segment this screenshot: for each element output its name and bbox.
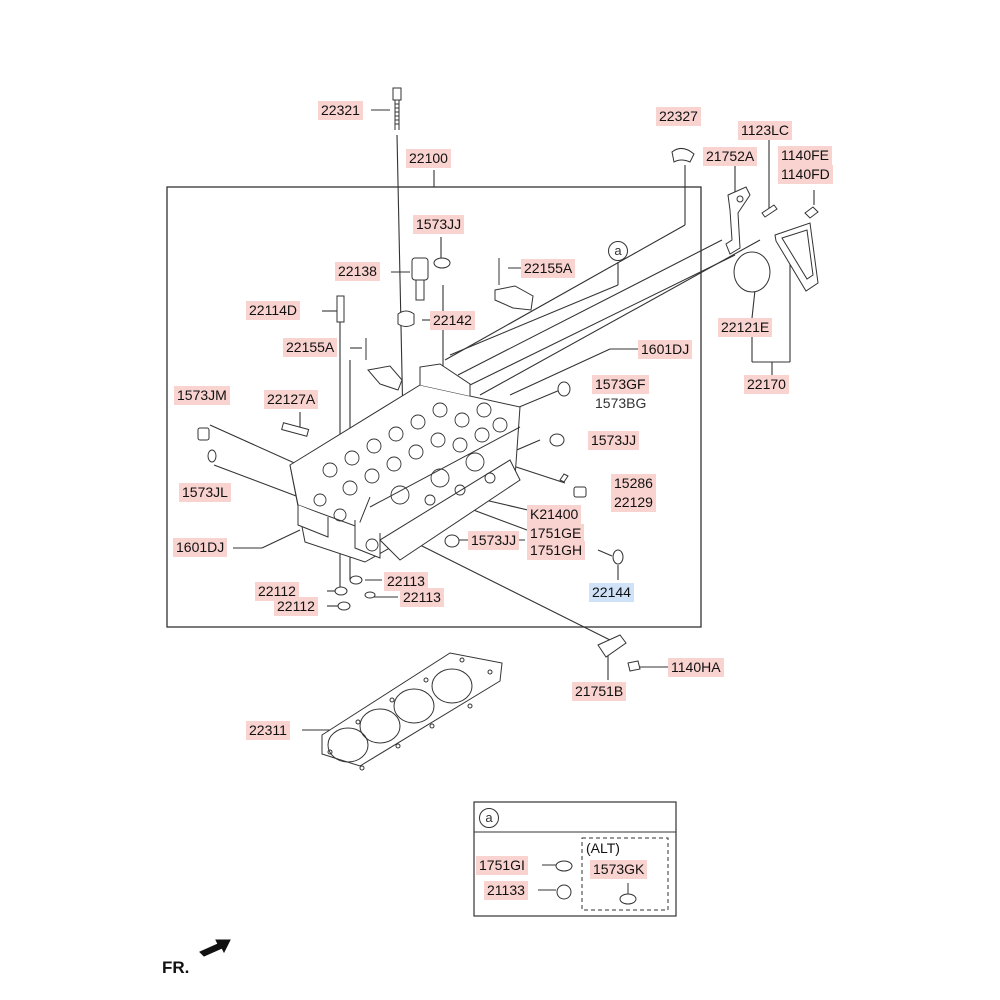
part-label-1140FE[interactable]: 1140FE — [778, 146, 832, 165]
bolt-22321-icon — [392, 87, 402, 130]
callout-a-main: a — [608, 241, 628, 261]
part-label-22114D[interactable]: 22114D — [246, 301, 301, 320]
bolt-1140HA-icon — [627, 660, 641, 672]
plug-1751GI-icon — [555, 860, 573, 872]
bracket-21752A-icon — [725, 186, 751, 255]
part-label-22155A-mid[interactable]: 22155A — [283, 338, 338, 357]
head-detail — [313, 402, 508, 552]
part-label-1573JL[interactable]: 1573JL — [179, 483, 231, 502]
part-label-22327[interactable]: 22327 — [656, 107, 701, 126]
part-label-15286[interactable]: 15286 — [611, 474, 656, 493]
part-label-21751B[interactable]: 21751B — [572, 682, 627, 701]
oring-22112-a-icon — [334, 586, 348, 596]
part-label-1140FD[interactable]: 1140FD — [778, 165, 833, 184]
cover-22170-icon — [774, 222, 819, 292]
part-label-1573JM[interactable]: 1573JM — [174, 386, 230, 405]
part-label-1601DJ-left[interactable]: 1601DJ — [173, 538, 228, 557]
part-label-22321[interactable]: 22321 — [318, 101, 363, 120]
part-label-1751GI[interactable]: 1751GI — [476, 856, 528, 875]
part-label-1573GF[interactable]: 1573GF — [592, 375, 649, 394]
oring-22113-b-icon — [364, 591, 376, 599]
part-label-22113-a[interactable]: 22113 — [384, 572, 428, 591]
part-label-22144[interactable]: 22144 — [589, 583, 634, 602]
plug-1573JL-icon — [207, 449, 217, 463]
part-label-22311[interactable]: 22311 — [246, 721, 290, 740]
bolt-1140FE-icon — [804, 206, 819, 219]
plug-22144-icon — [612, 549, 624, 565]
front-marker-label: FR. — [162, 958, 190, 977]
oring-22113-a-icon — [349, 575, 363, 585]
sleeve-22138-icon — [411, 257, 429, 281]
part-label-1751GE[interactable]: 1751GE — [527, 524, 585, 543]
part-label-1573BG[interactable]: 1573BG — [595, 395, 647, 411]
plug-1573JJ-right-icon — [549, 433, 565, 447]
front-arrow-icon — [199, 939, 231, 957]
part-label-22138[interactable]: 22138 — [335, 262, 380, 281]
cylinder-head-body — [289, 363, 521, 563]
detail-box-a — [473, 801, 677, 917]
part-label-K21400[interactable]: K21400 — [527, 505, 582, 524]
part-label-22155A-top[interactable]: 22155A — [521, 259, 576, 278]
part-label-1601DJ-right[interactable]: 1601DJ — [638, 340, 693, 359]
part-label-1573GK[interactable]: 1573GK — [590, 860, 648, 879]
bolt-1123LC-icon — [761, 204, 778, 218]
clamp-22155A-mid-icon — [367, 365, 403, 391]
head-gasket-22311-icon — [321, 652, 503, 771]
plug-1573GK-icon — [619, 893, 637, 905]
clamp-22155A-top-icon — [494, 285, 534, 311]
part-label-22170[interactable]: 22170 — [744, 375, 789, 394]
gasket-22121E-icon — [733, 251, 771, 293]
plug-1573JJ-low-icon — [444, 534, 460, 548]
part-label-22142[interactable]: 22142 — [430, 311, 475, 330]
alt-label: (ALT) — [586, 840, 620, 856]
part-label-21133[interactable]: 21133 — [484, 881, 528, 900]
pin-K21400-icon — [559, 473, 569, 483]
plug-1573JJ-top-icon — [433, 257, 451, 269]
part-label-1573JJ-top[interactable]: 1573JJ — [413, 215, 465, 234]
part-label-1573JJ-right[interactable]: 1573JJ — [588, 431, 640, 450]
part-label-1140HA[interactable]: 1140HA — [668, 658, 724, 677]
plug-21133-icon — [556, 884, 572, 900]
callout-a-detail: a — [479, 808, 499, 828]
stud-22127A-icon — [281, 422, 310, 437]
part-label-22129[interactable]: 22129 — [611, 493, 656, 512]
part-label-22113-b[interactable]: 22113 — [400, 588, 444, 607]
part-label-22100[interactable]: 22100 — [406, 149, 451, 168]
plug-22142-icon — [397, 310, 415, 327]
part-label-22127A[interactable]: 22127A — [264, 390, 319, 409]
bolt-22129-icon — [573, 486, 587, 498]
dowel-22114D-icon — [336, 295, 345, 323]
part-label-22121E[interactable]: 22121E — [718, 318, 773, 337]
bracket-21751B-icon — [597, 634, 627, 658]
part-label-22112-b[interactable]: 22112 — [274, 597, 318, 616]
plug-1573GF-icon — [557, 381, 571, 397]
part-label-22112-a[interactable]: 22112 — [255, 582, 299, 601]
cap-22327-icon — [671, 148, 695, 163]
part-label-1751GH[interactable]: 1751GH — [527, 541, 586, 560]
part-label-1123LC[interactable]: 1123LC — [738, 121, 793, 140]
plug-1573JM-icon — [197, 427, 210, 441]
part-label-1573JJ-low[interactable]: 1573JJ — [468, 531, 520, 550]
oring-22112-b-icon — [337, 601, 351, 611]
part-label-21752A[interactable]: 21752A — [703, 147, 758, 166]
alt-box — [581, 837, 669, 911]
